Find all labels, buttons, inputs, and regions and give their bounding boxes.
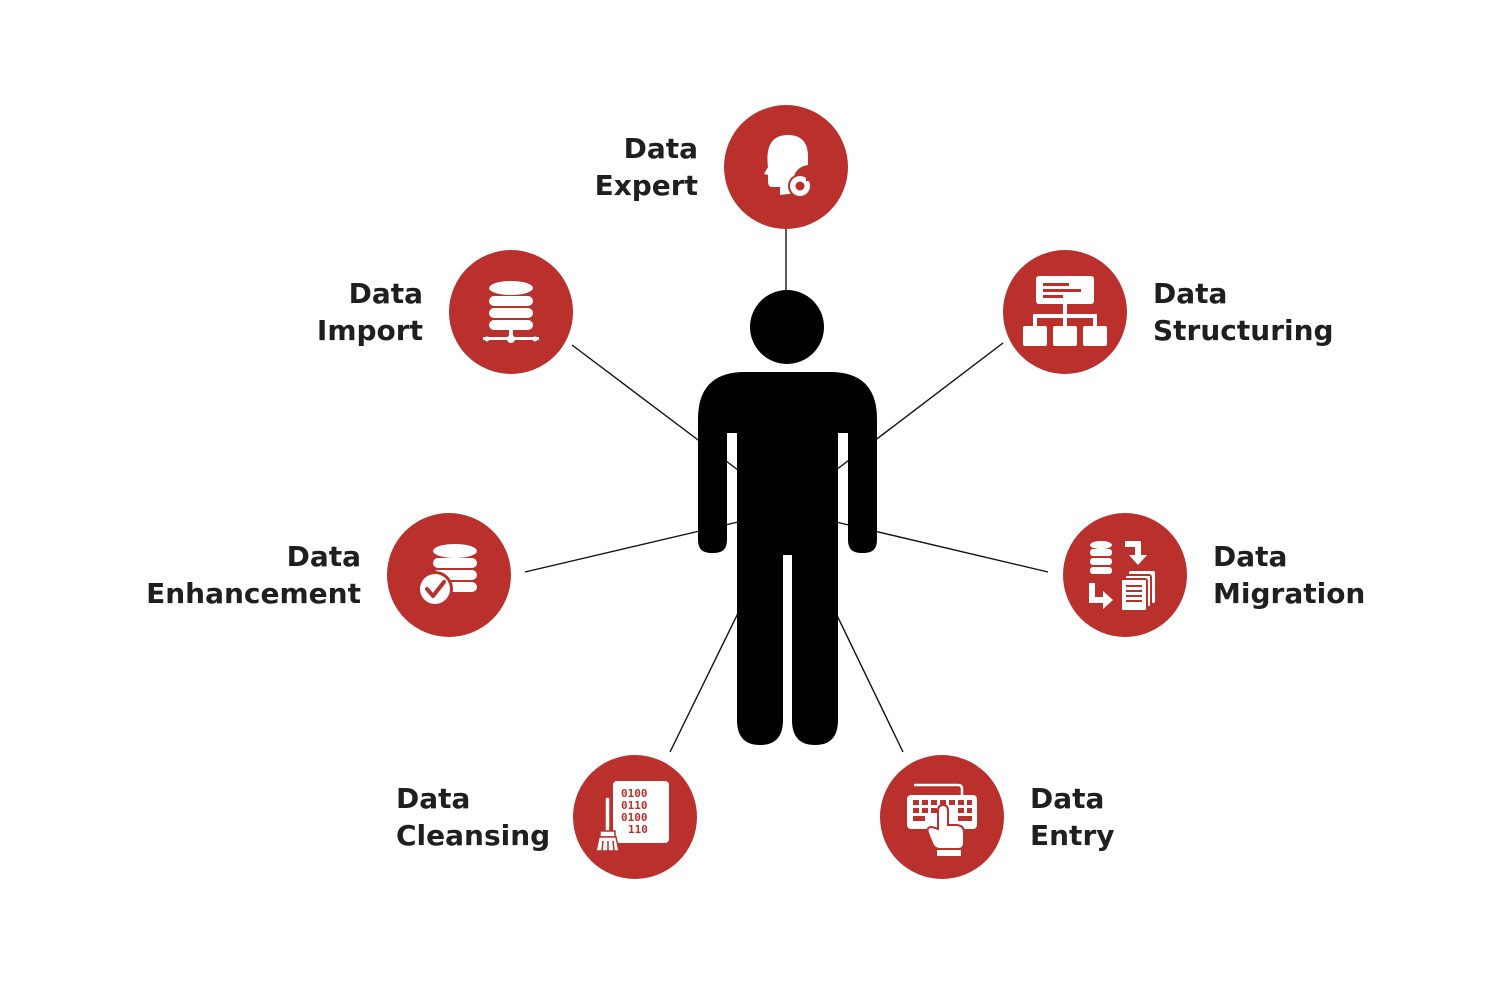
label-line2: Structuring — [1153, 314, 1334, 347]
node-data-enhancement[interactable] — [387, 513, 511, 637]
label-line1: Data — [1030, 782, 1105, 815]
binary-row: 110 — [628, 823, 648, 836]
binary-row: 0100 — [621, 787, 648, 800]
node-data-structuring[interactable] — [1003, 250, 1127, 374]
label-line2: Entry — [1030, 819, 1115, 852]
hierarchy-structure-icon — [1003, 250, 1127, 374]
label-line2: Enhancement — [146, 577, 361, 610]
label-data-structuring: Data Structuring — [1153, 275, 1393, 349]
expert-head-icon — [724, 105, 848, 229]
label-line1: Data — [623, 132, 698, 165]
database-check-icon — [387, 513, 511, 637]
node-data-cleansing[interactable]: 0100 0110 0100 110 — [573, 755, 697, 879]
label-line2: Migration — [1213, 577, 1366, 610]
label-line2: Import — [316, 314, 423, 347]
node-data-entry[interactable] — [880, 755, 1004, 879]
label-line2: Expert — [594, 169, 698, 202]
label-data-import: Data Import — [183, 275, 423, 349]
binary-broom-icon: 0100 0110 0100 110 — [573, 755, 697, 879]
binary-row: 0110 — [621, 799, 648, 812]
binary-row: 0100 — [621, 811, 648, 824]
connector-cleansing — [669, 604, 743, 753]
database-network-icon — [449, 250, 573, 374]
label-data-expert: Data Expert — [458, 130, 698, 204]
keyboard-hand-icon — [880, 755, 1004, 879]
label-line1: Data — [286, 540, 361, 573]
connector-entry — [831, 604, 904, 753]
label-line1: Data — [1213, 540, 1288, 573]
label-data-enhancement: Data Enhancement — [121, 538, 361, 612]
node-data-import[interactable] — [449, 250, 573, 374]
label-line1: Data — [348, 277, 423, 310]
label-line1: Data — [1153, 277, 1228, 310]
label-line1: Data — [396, 782, 471, 815]
person-silhouette-icon — [698, 290, 877, 745]
label-data-entry: Data Entry — [1030, 780, 1270, 854]
node-data-expert[interactable] — [724, 105, 848, 229]
node-data-migration[interactable] — [1063, 513, 1187, 637]
label-line2: Cleansing — [396, 819, 551, 852]
label-data-migration: Data Migration — [1213, 538, 1453, 612]
database-transfer-icon — [1063, 513, 1187, 637]
label-data-cleansing: Data Cleansing — [396, 780, 636, 854]
